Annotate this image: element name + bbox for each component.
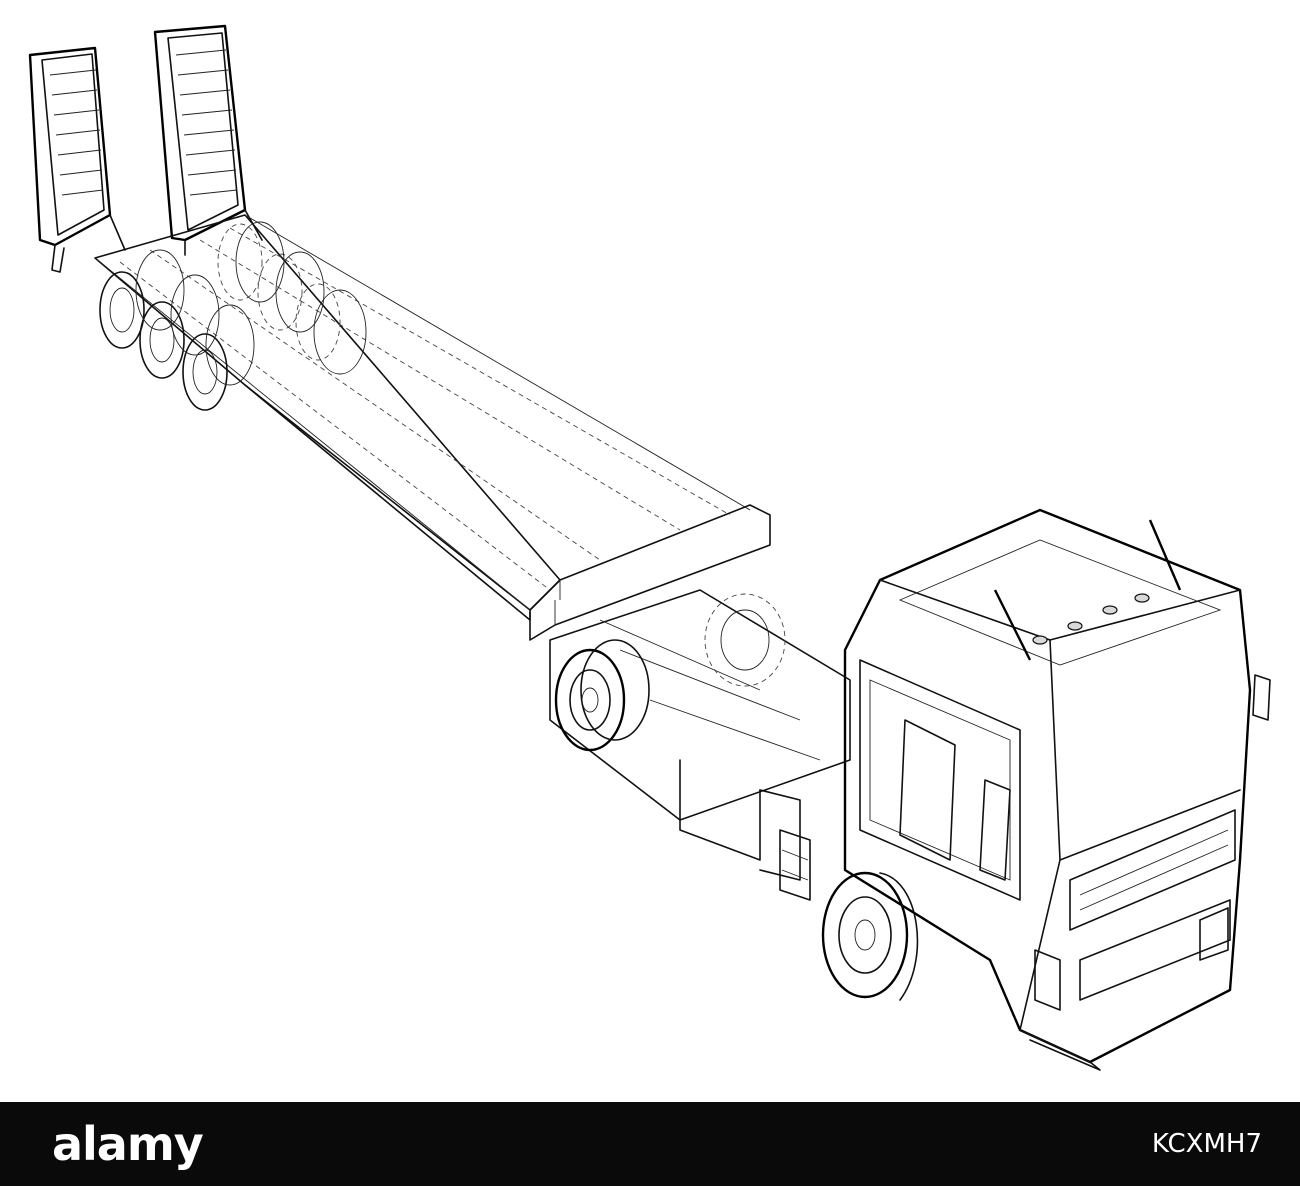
tractor-chassis xyxy=(549,589,851,881)
tractor-front-wheel xyxy=(821,871,919,1001)
truck-lowboy-trailer-wireframe-drawing xyxy=(28,24,1271,1071)
tractor-rear-wheel xyxy=(554,639,650,752)
cab-roof-lights xyxy=(1032,593,1150,645)
trailer-wheels xyxy=(99,221,367,411)
watermark-footer-bar: alamy KCXMH7 xyxy=(0,1102,1300,1186)
trailer-deck xyxy=(94,214,771,641)
image-id-label: KCXMH7 xyxy=(1151,1129,1262,1159)
cab-steps xyxy=(779,829,811,901)
side-mirror xyxy=(979,674,1271,881)
trailer-ramp-left xyxy=(28,46,126,273)
trailer-ramp-right xyxy=(153,24,263,256)
alamy-logo: alamy xyxy=(52,1117,204,1171)
truck-cab xyxy=(843,508,1252,1071)
cab-antennas xyxy=(993,519,1182,661)
